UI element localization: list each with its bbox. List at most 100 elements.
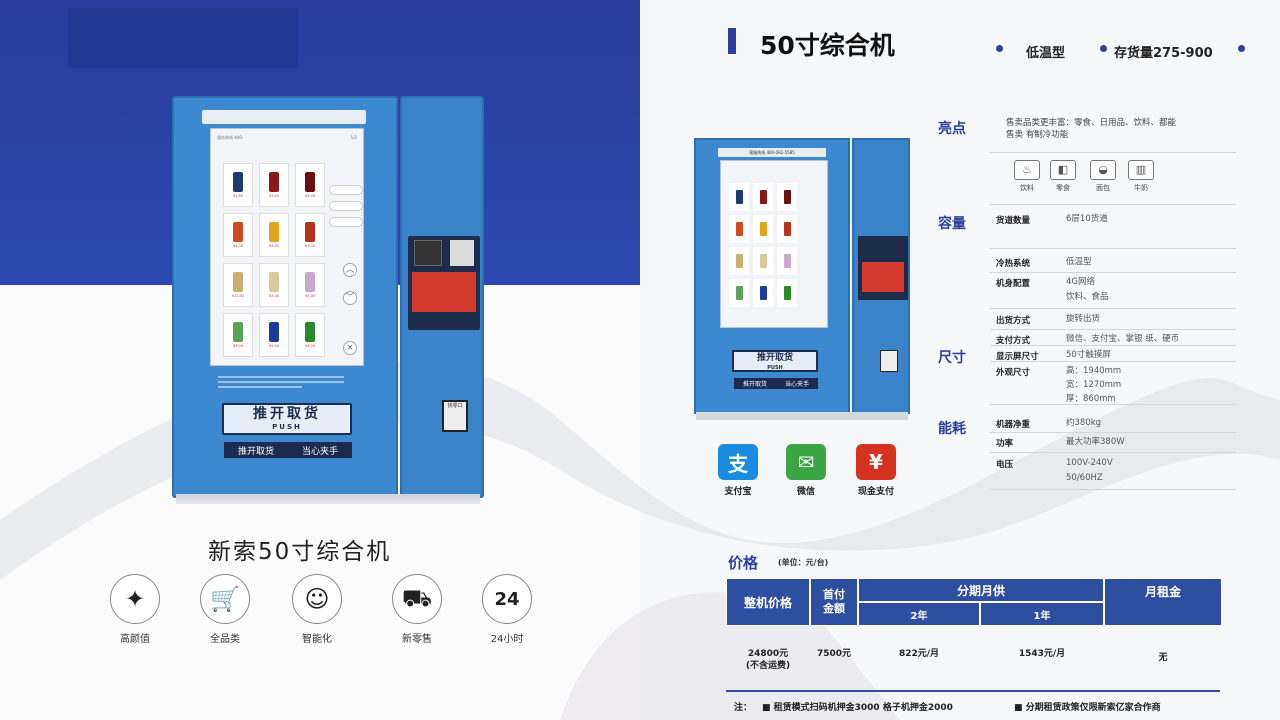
spec-divider — [990, 404, 1236, 405]
24hr-icon: 24 — [482, 574, 532, 624]
drink-icon: ♨ — [1014, 160, 1040, 180]
tag-bullet-icon — [996, 45, 1003, 52]
small-product-cell — [777, 279, 797, 307]
tag-low-temp: 低温型 — [1026, 46, 1066, 61]
push-label-right: 当心夹手 — [301, 446, 338, 457]
cell-full-price-note: (不含运费) — [745, 661, 791, 671]
spec-divider — [990, 345, 1236, 346]
product-price: ¥3.00 — [268, 344, 280, 348]
feature-item: 🛒全品类 — [190, 574, 260, 645]
cell-1-year: 1543元/月 — [1018, 649, 1066, 659]
small-machine-left: 客服热线 400-082-5585 推开取货 PUSH 推开取货 当心夹手 — [694, 138, 850, 414]
blue-inset-block — [68, 8, 298, 68]
cell-rent: 无 — [1158, 653, 1168, 663]
feature-item: ✦高颜值 — [100, 574, 170, 645]
cell-2-year: 822元/月 — [898, 649, 940, 659]
spec-value: 最大功率380W — [1066, 437, 1125, 447]
payment-method: 支支付宝 — [708, 444, 768, 497]
small-machine-screen — [720, 160, 828, 328]
payment-method: ✉微信 — [776, 444, 836, 497]
small-product-can-icon — [735, 222, 743, 236]
product-price: ¥4.00 — [268, 244, 280, 248]
product-price: ¥3.00 — [268, 194, 280, 198]
left-product-title: 新索50寸综合机 — [208, 539, 392, 565]
section-capacity: 容量 — [938, 216, 966, 232]
spec-key: 机器净重 — [996, 420, 1031, 430]
change-slot-label: 找零口 — [447, 403, 463, 409]
machine-top-strip — [202, 110, 366, 124]
feature-label: 新零售 — [402, 634, 432, 645]
product-cell: ¥4.00 — [259, 213, 289, 257]
large-vending-machine-image: 服务热线 400- 1/2 ¥2.80¥3.00¥3.00¥4.00¥4.00¥… — [172, 96, 484, 506]
product-cell: ¥3.00 — [295, 163, 325, 207]
machine-note-lines — [218, 376, 358, 396]
small-push-label-left: 推开取货 — [742, 381, 767, 388]
tag-bullet-icon — [1100, 45, 1107, 52]
product-price: ¥3.00 — [304, 244, 316, 248]
note-2: ■ 分期租赁政策仅限新索亿家合作商 — [1014, 703, 1161, 713]
small-machine-right — [852, 138, 910, 414]
spec-value: 4G网络 — [1066, 277, 1095, 287]
push-sub-text: PUSH — [272, 423, 302, 431]
scroll-up-icon: ︿ — [343, 263, 357, 277]
small-product-cell — [753, 215, 773, 243]
scroll-down-icon: ﹀ — [343, 291, 357, 305]
product-can-icon — [233, 172, 243, 192]
product-price: ¥3.00 — [304, 344, 316, 348]
highlight-icon-label: 面包 — [1096, 184, 1110, 192]
product-can-icon — [269, 322, 279, 342]
small-product-can-icon — [783, 254, 791, 268]
highlight-icon-item: ◒面包 — [1086, 160, 1120, 193]
push-warning-label: 推开取货 当心夹手 — [224, 442, 352, 458]
header-installment: 分期月供 — [858, 578, 1104, 602]
small-push-warning: 推开取货 当心夹手 — [734, 378, 818, 389]
product-grid: ¥2.80¥3.00¥3.00¥4.00¥4.00¥3.00¥12.00¥3.0… — [223, 163, 325, 357]
product-can-icon — [233, 272, 243, 292]
small-product-can-icon — [735, 190, 743, 204]
right-product-title: 50寸综合机 — [760, 31, 895, 60]
spec-value: 厚：860mm — [1066, 394, 1116, 404]
spec-divider — [990, 248, 1236, 249]
small-vending-machine-image: 客服热线 400-082-5585 推开取货 PUSH 推开取货 当心夹手 — [694, 138, 910, 420]
product-price: ¥3.00 — [304, 194, 316, 198]
milk-icon: ▥ — [1128, 160, 1154, 180]
small-product-can-icon — [759, 222, 767, 236]
change-slot: 找零口 — [442, 400, 468, 432]
spec-value: 低温型 — [1066, 257, 1092, 267]
note-divider — [726, 690, 1220, 692]
spec-key: 显示屏尺寸 — [996, 352, 1039, 362]
screen-header-right: 1/2 — [350, 135, 357, 140]
feature-label: 智能化 — [302, 634, 332, 645]
spec-value: 100V-240V — [1066, 458, 1113, 468]
small-change-slot — [880, 350, 898, 372]
highlight-icon-label: 饮料 — [1020, 184, 1034, 192]
header-full-price: 整机价格 — [726, 578, 810, 626]
small-product-can-icon — [759, 190, 767, 204]
small-product-cell — [753, 279, 773, 307]
small-product-cell — [729, 215, 749, 243]
screen-header-left: 服务热线 400- — [217, 135, 244, 140]
spec-value: 50寸触摸屏 — [1066, 350, 1111, 360]
small-product-cell — [777, 183, 797, 211]
product-price: ¥4.00 — [232, 244, 244, 248]
screen-header: 服务热线 400- 1/2 — [211, 129, 363, 147]
product-can-icon — [233, 322, 243, 342]
product-cell: ¥3.00 — [295, 263, 325, 307]
product-cell: ¥3.00 — [259, 163, 289, 207]
product-cell: ¥3.00 — [295, 313, 325, 357]
spec-key: 机身配置 — [996, 279, 1031, 289]
push-main-text: 推开取货 — [253, 406, 321, 422]
spec-value: 饮料、食品 — [1066, 292, 1109, 302]
tag-bullet-icon — [1238, 45, 1245, 52]
close-icon: × — [343, 341, 357, 355]
small-product-cell — [729, 183, 749, 211]
highlight-text-2: 售卖 有制冷功能 — [1006, 130, 1069, 140]
product-cell: ¥3.00 — [259, 263, 289, 307]
spec-value: 旋转出货 — [1066, 314, 1101, 324]
wechat-icon: ✉ — [786, 444, 826, 480]
product-price: ¥3.00 — [304, 294, 316, 298]
small-product-cell — [753, 183, 773, 211]
machine-base — [176, 494, 480, 504]
spec-key: 支付方式 — [996, 336, 1031, 346]
